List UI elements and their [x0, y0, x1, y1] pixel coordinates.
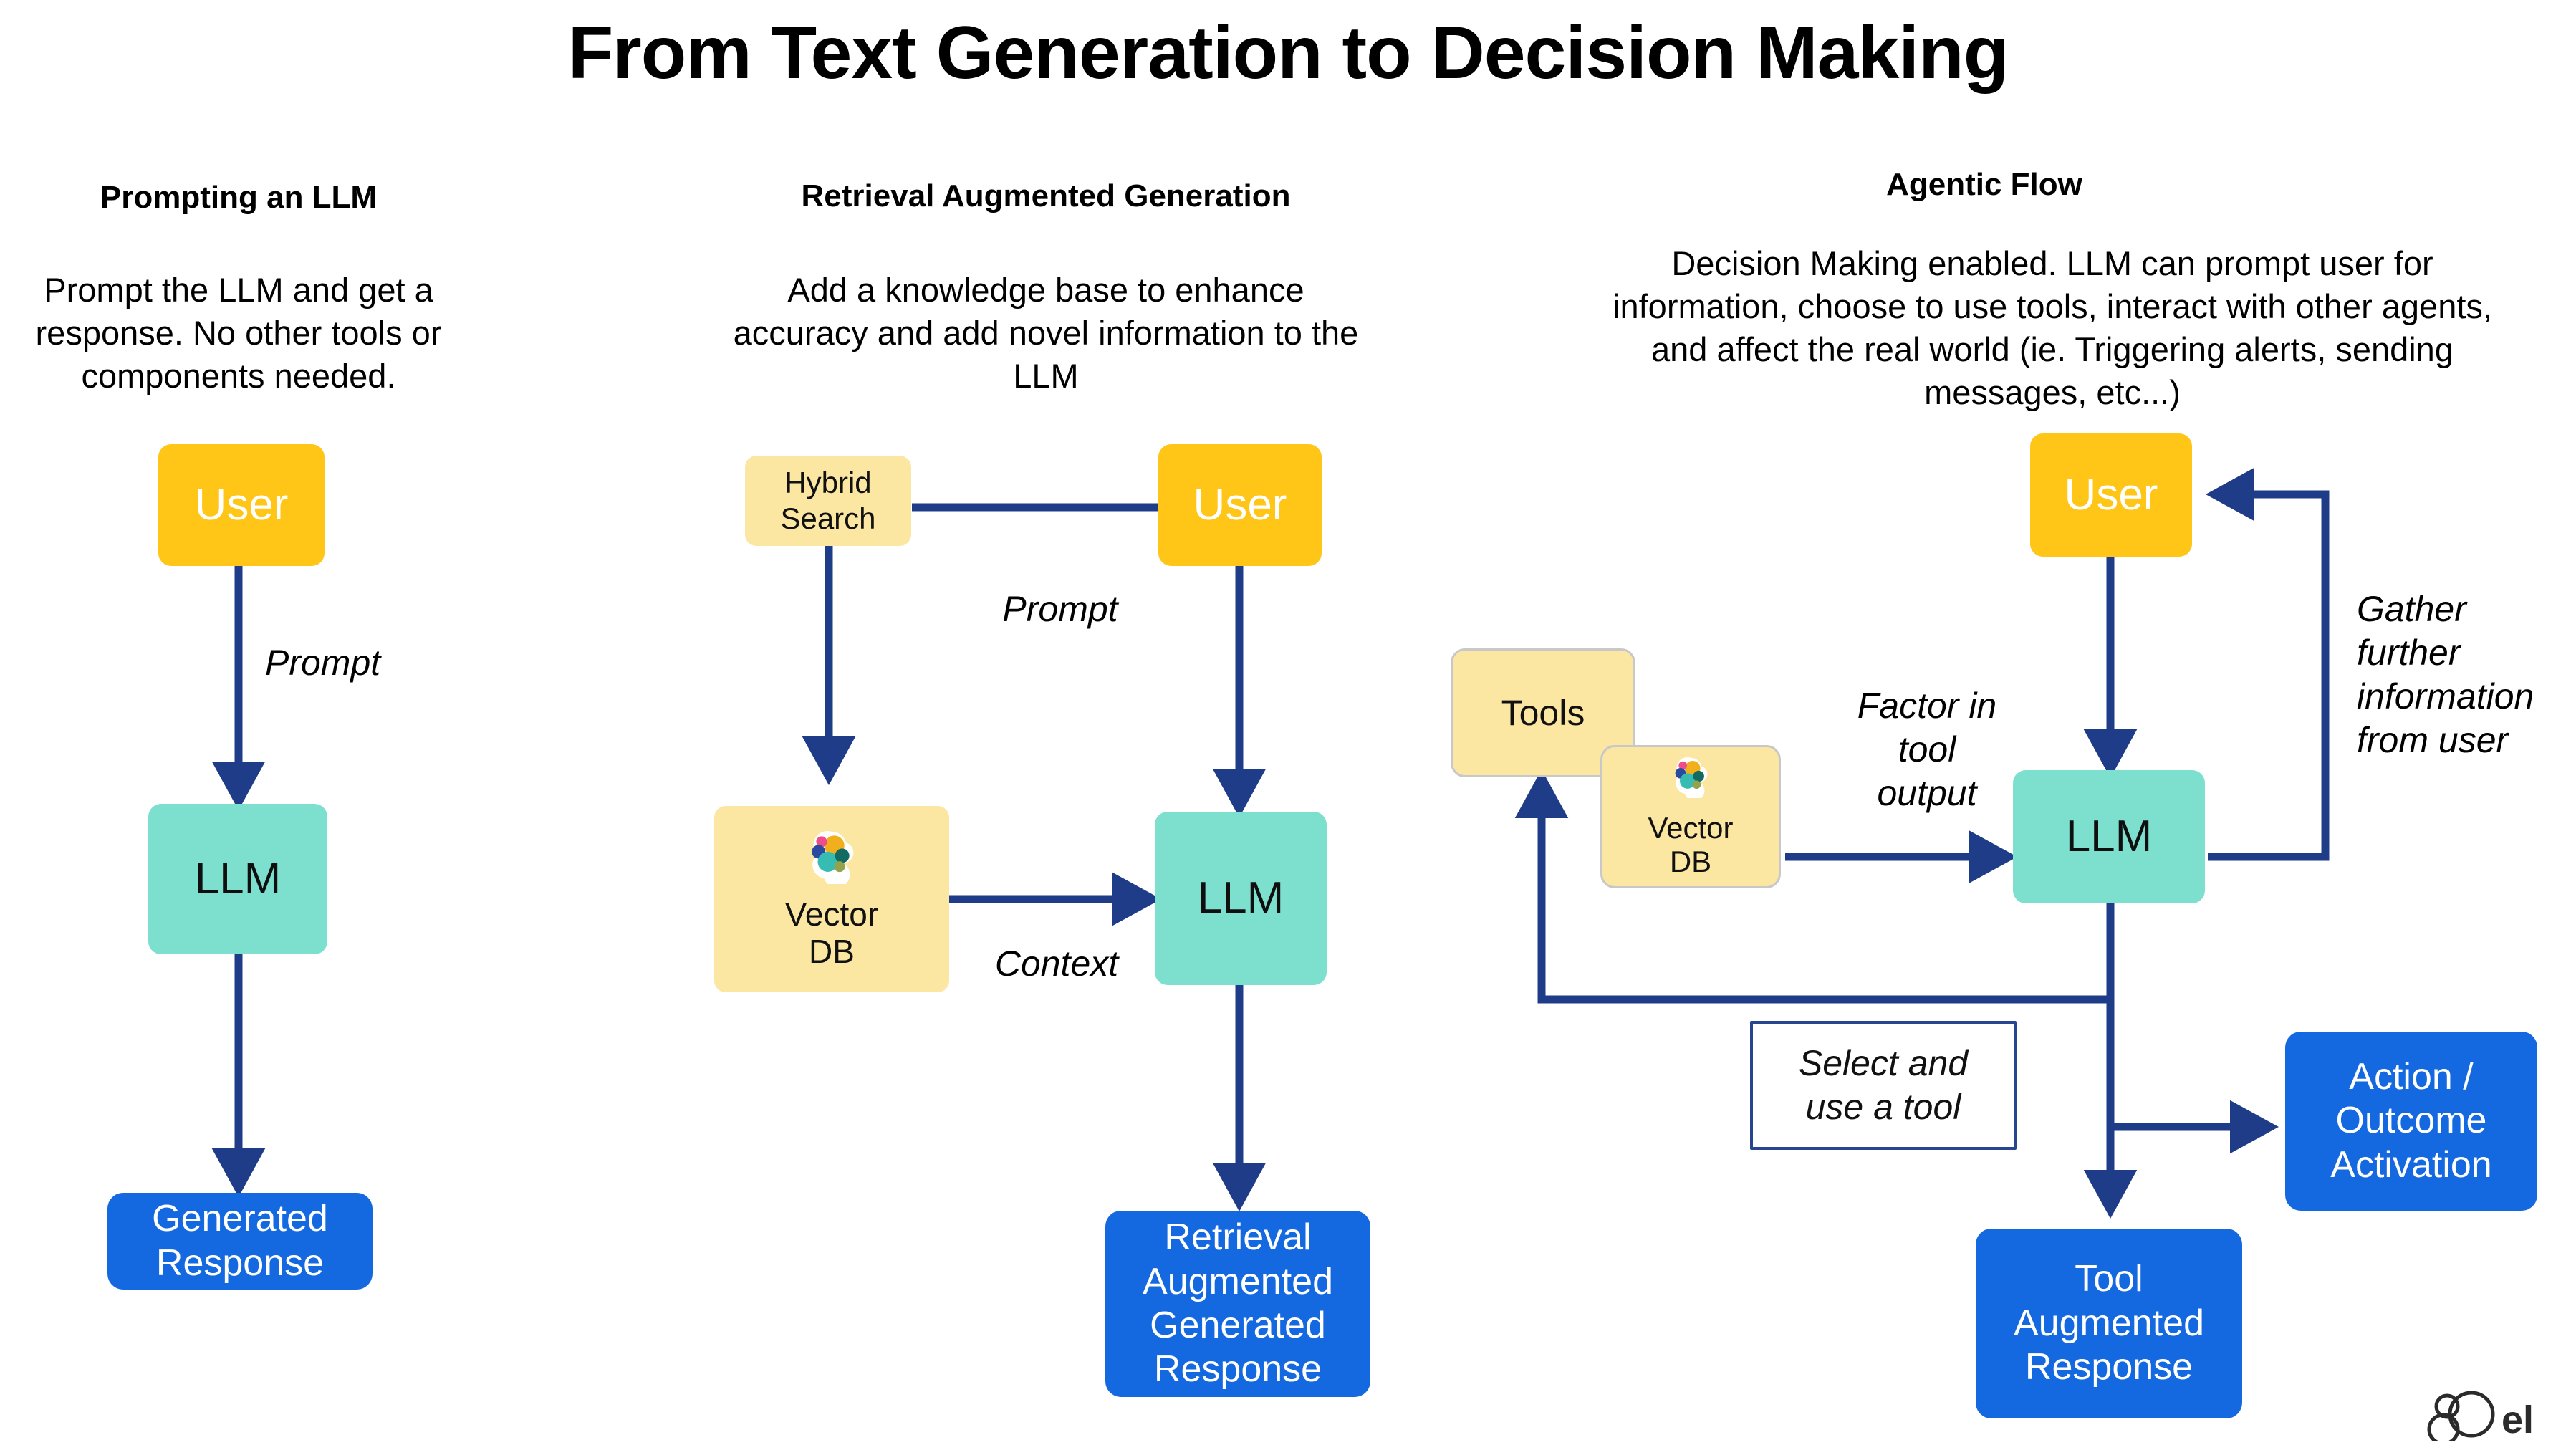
node-llm-prompting[interactable]: LLM: [148, 804, 327, 954]
node-llm-agentic[interactable]: LLM: [2013, 770, 2205, 903]
edge-label-factor-in-tool-output: Factor in tool output: [1857, 686, 1997, 813]
node-label: Retrieval Augmented Generated Response: [1143, 1216, 1333, 1391]
node-select-and-use-a-tool[interactable]: Select and use a tool: [1750, 1021, 2017, 1150]
node-label: User: [2064, 470, 2158, 520]
node-tool-augmented-response[interactable]: Tool Augmented Response: [1976, 1229, 2242, 1418]
node-vector-db-agentic[interactable]: Vector DB: [1600, 745, 1781, 888]
column-title-rag: Retrieval Augmented Generation: [801, 178, 1291, 213]
node-label: Vector DB: [784, 896, 879, 970]
column-description-agentic: Decision Making enabled. LLM can prompt …: [1613, 244, 2492, 412]
node-label: Generated Response: [152, 1198, 328, 1284]
node-hybrid-search[interactable]: Hybrid Search: [745, 456, 911, 546]
node-generated-response[interactable]: Generated Response: [107, 1193, 373, 1290]
column-description-prompting: Prompt the LLM and get a response. No ot…: [35, 271, 442, 395]
node-label: Hybrid Search: [780, 466, 876, 535]
node-label: Tool Augmented Response: [2014, 1258, 2204, 1388]
page-title: From Text Generation to Decision Making: [567, 11, 2009, 95]
node-label: Select and use a tool: [1798, 1043, 1969, 1127]
column-title-agentic: Agentic Flow: [1886, 167, 2082, 202]
node-action-outcome-activation[interactable]: Action / Outcome Activation: [2285, 1032, 2537, 1211]
column-title-prompting: Prompting an LLM: [100, 180, 378, 215]
edge-label-context: Context: [994, 944, 1119, 984]
elastic-logo-icon: [804, 828, 860, 893]
svg-text:el: el: [2501, 1398, 2534, 1441]
node-label: Vector DB: [1648, 810, 1734, 878]
node-label: User: [1193, 480, 1287, 530]
node-label: LLM: [194, 854, 282, 904]
node-user-agentic[interactable]: User: [2030, 433, 2192, 557]
column-description-rag: Add a knowledge base to enhance accuracy…: [733, 271, 1359, 395]
edge-label-prompt-col1: Prompt: [265, 643, 381, 683]
node-label: Tools: [1501, 692, 1585, 733]
edge-label-prompt-col2: Prompt: [1002, 589, 1118, 629]
node-label: User: [194, 480, 289, 530]
node-tools[interactable]: Tools: [1451, 648, 1635, 777]
edge-label-gather-further-information: Gather further information from user: [2357, 589, 2534, 760]
node-label: LLM: [2065, 812, 2153, 862]
node-user-prompting[interactable]: User: [158, 444, 325, 566]
node-user-rag[interactable]: User: [1158, 444, 1322, 566]
node-llm-rag[interactable]: LLM: [1155, 812, 1327, 985]
elastic-logo-icon: el: [2421, 1377, 2572, 1445]
node-label: LLM: [1197, 873, 1284, 923]
node-vector-db-rag[interactable]: Vector DB: [714, 806, 949, 992]
elastic-logo-icon: [1669, 755, 1712, 806]
node-rag-response[interactable]: Retrieval Augmented Generated Response: [1105, 1211, 1370, 1397]
node-label: Action / Outcome Activation: [2330, 1055, 2492, 1186]
